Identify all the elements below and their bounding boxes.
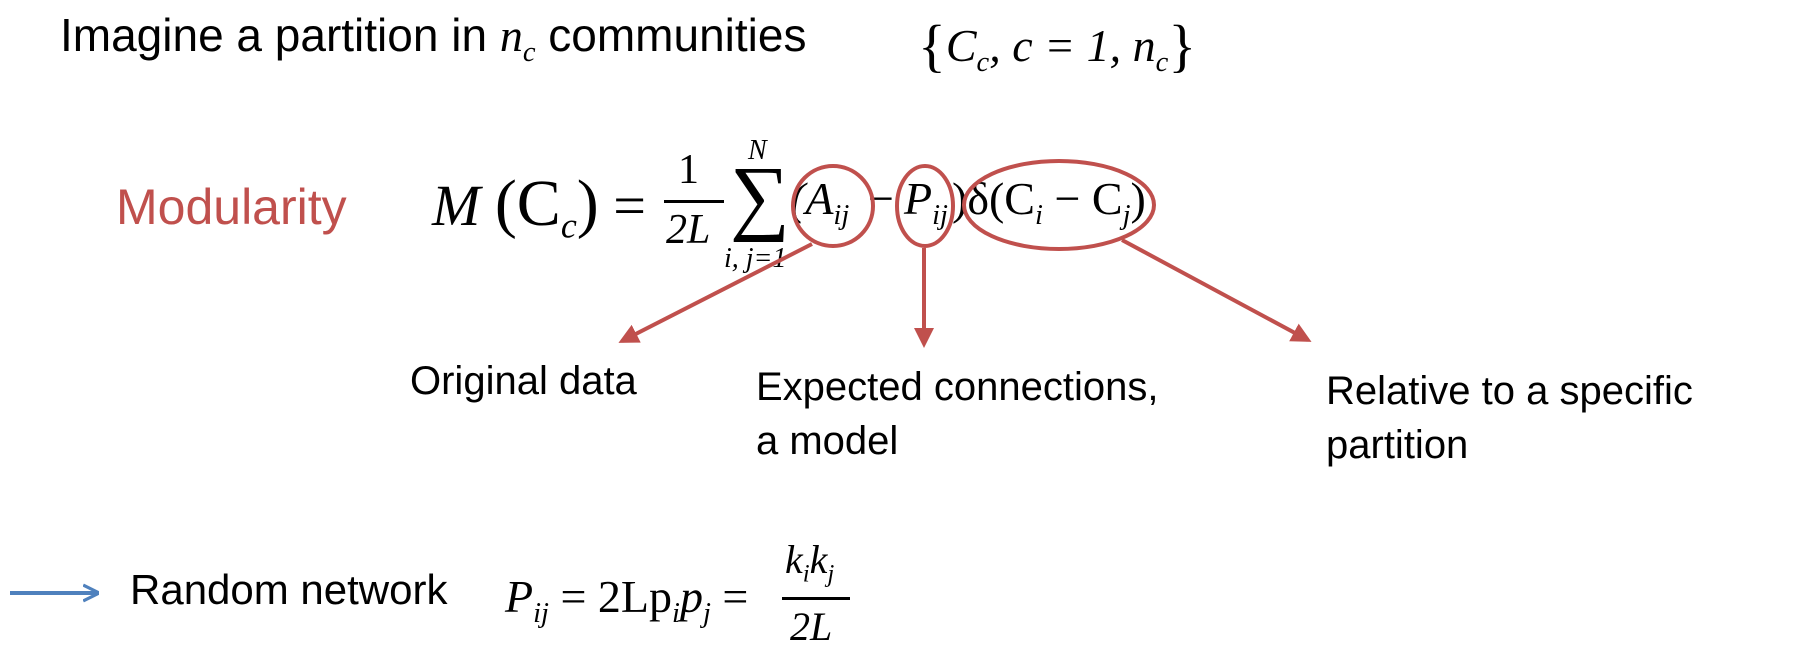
label-expected-connections: Expected connections, a model [756, 360, 1158, 468]
lhs-args-sub: c [560, 205, 577, 246]
rn-frac-numerator: kikj [785, 536, 834, 589]
rn-eq2: = [710, 571, 749, 622]
partition-set: {Cc, c = 1, nc} [918, 12, 1196, 79]
delta-term: )δ(Ci − Cj) [952, 172, 1146, 232]
term-P-text: P [904, 173, 933, 224]
delta-minus: − C [1042, 173, 1123, 224]
set-middle: , c = 1, [989, 20, 1133, 71]
set-C-sub: c [976, 46, 990, 78]
frac-numerator: 1 [678, 147, 699, 193]
lhs-equals: = [613, 173, 646, 238]
delta-j-sub: j [1122, 199, 1131, 231]
arrow-relative [1121, 238, 1312, 342]
sum-symbol: ∑ [730, 150, 790, 243]
random-network-label: Random network [130, 566, 448, 613]
rn-k1-sub: i [802, 560, 810, 588]
sum-upper: N [748, 135, 767, 166]
rn-pj-sub: j [702, 597, 711, 629]
rn-pj: p [679, 571, 703, 622]
rn-P-sub: ij [533, 597, 549, 629]
lhs-args: (Cc) [495, 167, 599, 246]
delta-close: ) [1130, 173, 1146, 224]
rn-frac-denominator: 2L [790, 604, 833, 649]
term-P: Pij [904, 172, 948, 232]
label-relative-partition: Relative to a specific partition [1326, 364, 1693, 472]
title-text: Imagine a partition in nc communities [60, 8, 806, 69]
title-suffix: communities [535, 9, 807, 61]
term-A: (Aij [790, 172, 849, 232]
random-network-formula: Pij = 2Lpipj = [505, 570, 748, 630]
rn-P: P [505, 571, 534, 622]
expected-line2: a model [756, 419, 899, 463]
modularity-lhs: M (Cc) = [432, 166, 646, 247]
lhs-args-open: (C [494, 167, 561, 240]
nc-sub: c [522, 36, 536, 68]
lhs-M: M [432, 173, 481, 238]
lhs-args-close: ) [576, 167, 599, 240]
delta-open: )δ(C [952, 173, 1035, 224]
relative-line2: partition [1326, 423, 1469, 467]
set-open-brace: { [918, 13, 946, 78]
frac-line [664, 200, 724, 203]
term-A-text: (A [790, 173, 834, 224]
rn-pi-sub: i [672, 597, 680, 629]
frac-denominator: 2L [666, 207, 711, 253]
sum-lower: i, j=1 [724, 243, 787, 274]
delta-i-sub: i [1035, 199, 1043, 231]
set-n-sub: c [1155, 46, 1169, 78]
title-prefix: Imagine a partition in [60, 9, 500, 61]
rn-k2: k [809, 537, 828, 582]
nc-base: n [499, 10, 523, 61]
label-original-data: Original data [410, 359, 637, 403]
term-A-sub: ij [833, 199, 850, 231]
term-minus: − [868, 173, 894, 224]
rn-k1: k [785, 537, 803, 582]
relative-line1: Relative to a specific [1326, 369, 1693, 413]
set-C: C [945, 20, 977, 71]
term-P-sub: ij [932, 199, 948, 231]
set-n: n [1132, 20, 1156, 71]
rn-k2-sub: j [827, 560, 835, 588]
rn-frac-line [782, 597, 850, 600]
rn-eq1: = 2Lp [548, 571, 673, 622]
modularity-label: Modularity [116, 179, 347, 235]
set-close-brace: } [1168, 13, 1197, 78]
nc-symbol: nc [499, 10, 536, 68]
expected-line1: Expected connections, [756, 365, 1159, 409]
